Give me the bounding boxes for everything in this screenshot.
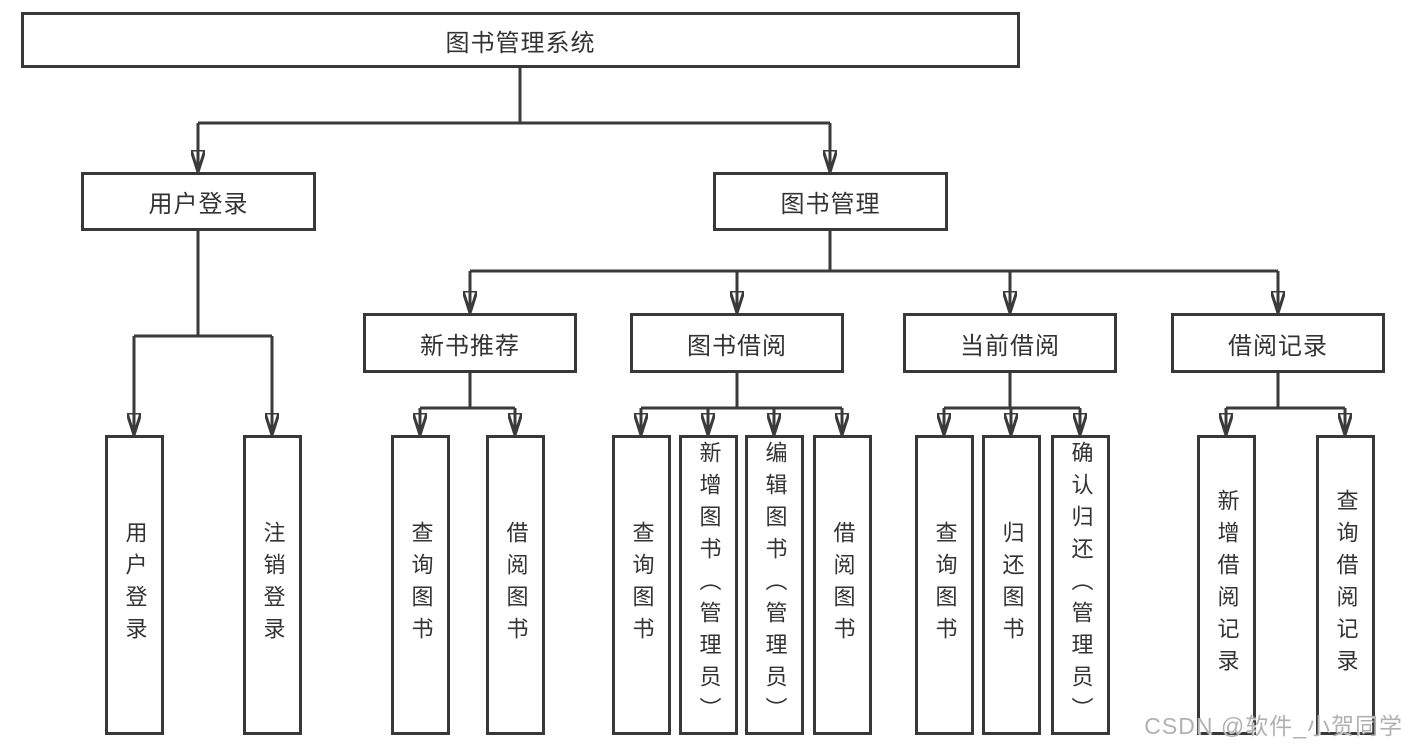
csdn-watermark: CSDN @软件_小贺同学: [1144, 713, 1403, 739]
leaf-borrow-books-recommend: 借阅图书: [486, 435, 545, 735]
node-user-login: 用户登录: [81, 172, 316, 231]
leaf-query-borrow-record: 查询借阅记录: [1316, 435, 1375, 735]
leaf-borrow-books: 借阅图书: [813, 435, 872, 735]
leaf-add-books-admin: 新增图书（管理员）: [679, 435, 738, 735]
node-borrowing-records: 借阅记录: [1171, 313, 1385, 373]
leaf-confirm-return-admin: 确认归还（管理员）: [1051, 435, 1110, 735]
leaf-query-books-recommend: 查询图书: [391, 435, 450, 735]
node-book-borrowing: 图书借阅: [630, 313, 844, 373]
node-new-book-recommendation: 新书推荐: [363, 313, 577, 373]
leaf-return-books: 归还图书: [982, 435, 1041, 735]
leaf-query-books-borrow: 查询图书: [612, 435, 671, 735]
leaf-edit-books-admin: 编辑图书（管理员）: [745, 435, 804, 735]
node-current-borrowing: 当前借阅: [903, 313, 1117, 373]
node-library-management-system: 图书管理系统: [21, 12, 1020, 68]
leaf-logout: 注销登录: [243, 435, 302, 735]
leaf-user-login: 用户登录: [105, 435, 164, 735]
leaf-query-books-current: 查询图书: [915, 435, 974, 735]
node-book-management: 图书管理: [713, 172, 948, 231]
leaf-add-borrow-record: 新增借阅记录: [1197, 435, 1256, 735]
